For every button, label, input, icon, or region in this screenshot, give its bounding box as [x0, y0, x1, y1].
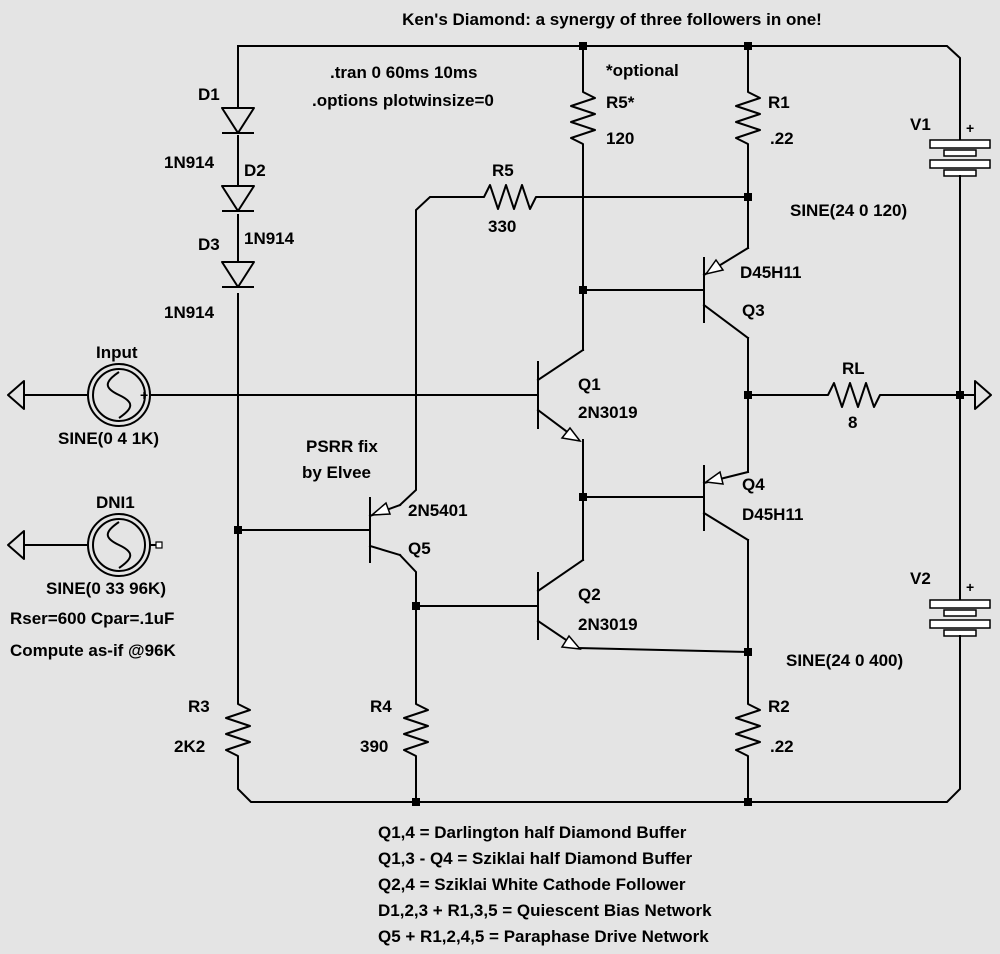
v1-value: SINE(24 0 120) [790, 201, 907, 220]
v2-value: SINE(24 0 400) [786, 651, 903, 670]
diode-d3 [221, 249, 255, 288]
note-4: D1,2,3 + R1,3,5 = Quiescent Bias Network [378, 901, 712, 920]
dni1-ref: DNI1 [96, 493, 135, 512]
rl-ref: RL [842, 359, 865, 378]
dni1-source [87, 513, 163, 577]
dni1-value: SINE(0 33 96K) [46, 579, 166, 598]
d1-ref: D1 [198, 85, 220, 104]
q5-value: 2N5401 [408, 501, 468, 520]
r4-ref: R4 [370, 697, 392, 716]
note-2: Q1,3 - Q4 = Sziklai half Diamond Buffer [378, 849, 692, 868]
battery-v2 [929, 584, 991, 643]
q5-ref: Q5 [408, 539, 431, 558]
output-port-icon [974, 380, 992, 410]
q3-value: D45H11 [740, 263, 801, 282]
q2-value: 2N3019 [578, 615, 638, 634]
q1-ref: Q1 [578, 375, 601, 394]
dni1-compute-note: Compute as-if @96K [10, 641, 177, 660]
v1-ref: V1 [910, 115, 931, 134]
r5-value: 330 [488, 217, 516, 236]
r5-optional-ref: R5* [606, 93, 635, 112]
r5-ref: R5 [492, 161, 514, 180]
note-5: Q5 + R1,2,4,5 = Paraphase Drive Network [378, 927, 709, 946]
resistor-r5-optional [570, 80, 596, 150]
v2-ref: V2 [910, 569, 931, 588]
q3-ref: Q3 [742, 301, 765, 320]
q1-value: 2N3019 [578, 403, 638, 422]
transistor-q5 [368, 497, 402, 563]
d3-value: 1N914 [164, 303, 215, 322]
transistor-q2 [536, 558, 585, 650]
transistor-q4 [702, 465, 750, 542]
r1-value: .22 [770, 129, 794, 148]
resistor-r4 [403, 690, 429, 764]
input-value: SINE(0 4 1K) [58, 429, 159, 448]
r4-value: 390 [360, 737, 388, 756]
r2-value: .22 [770, 737, 794, 756]
psrr-note-line2: by Elvee [302, 463, 371, 482]
q4-ref: Q4 [742, 475, 765, 494]
r3-value: 2K2 [174, 737, 205, 756]
resistor-r1 [735, 80, 761, 150]
dni1-port-icon [7, 530, 25, 560]
diode-d1 [221, 90, 255, 134]
wires [23, 45, 976, 803]
note-1: Q1,4 = Darlington half Diamond Buffer [378, 823, 687, 842]
transistor-q1 [536, 348, 585, 443]
input-source: + [87, 363, 151, 427]
rl-value: 8 [848, 413, 857, 432]
input-ref: Input [96, 343, 138, 362]
q4-value: D45H11 [742, 505, 803, 524]
input-port-icon [7, 380, 25, 410]
psrr-note-line1: PSRR fix [306, 437, 378, 456]
d2-ref: D2 [244, 161, 266, 180]
junction-dots [234, 42, 964, 806]
v2-plus: + [966, 579, 974, 595]
tran-directive: .tran 0 60ms 10ms [330, 63, 477, 82]
r1-ref: R1 [768, 93, 790, 112]
d3-ref: D3 [198, 235, 220, 254]
title: Ken's Diamond: a synergy of three follow… [402, 10, 822, 29]
r5-optional-value: 120 [606, 129, 634, 148]
svg-text:+: + [140, 387, 148, 403]
v1-plus: + [966, 120, 974, 136]
d1-value: 1N914 [164, 153, 215, 172]
options-directive: .options plotwinsize=0 [312, 91, 494, 110]
optional-note: *optional [606, 61, 679, 80]
diode-d2 [221, 169, 255, 212]
q2-ref: Q2 [578, 585, 601, 604]
resistor-rl [818, 382, 888, 408]
resistor-r5 [472, 184, 544, 210]
note-3: Q2,4 = Sziklai White Cathode Follower [378, 875, 686, 894]
dni1-params: Rser=600 Cpar=.1uF [10, 609, 174, 628]
battery-v1 [929, 119, 991, 189]
d2-value: 1N914 [244, 229, 295, 248]
r3-ref: R3 [188, 697, 210, 716]
r2-ref: R2 [768, 697, 790, 716]
resistor-r3 [225, 690, 251, 764]
transistor-q3 [702, 246, 750, 340]
resistor-r2 [735, 690, 761, 764]
